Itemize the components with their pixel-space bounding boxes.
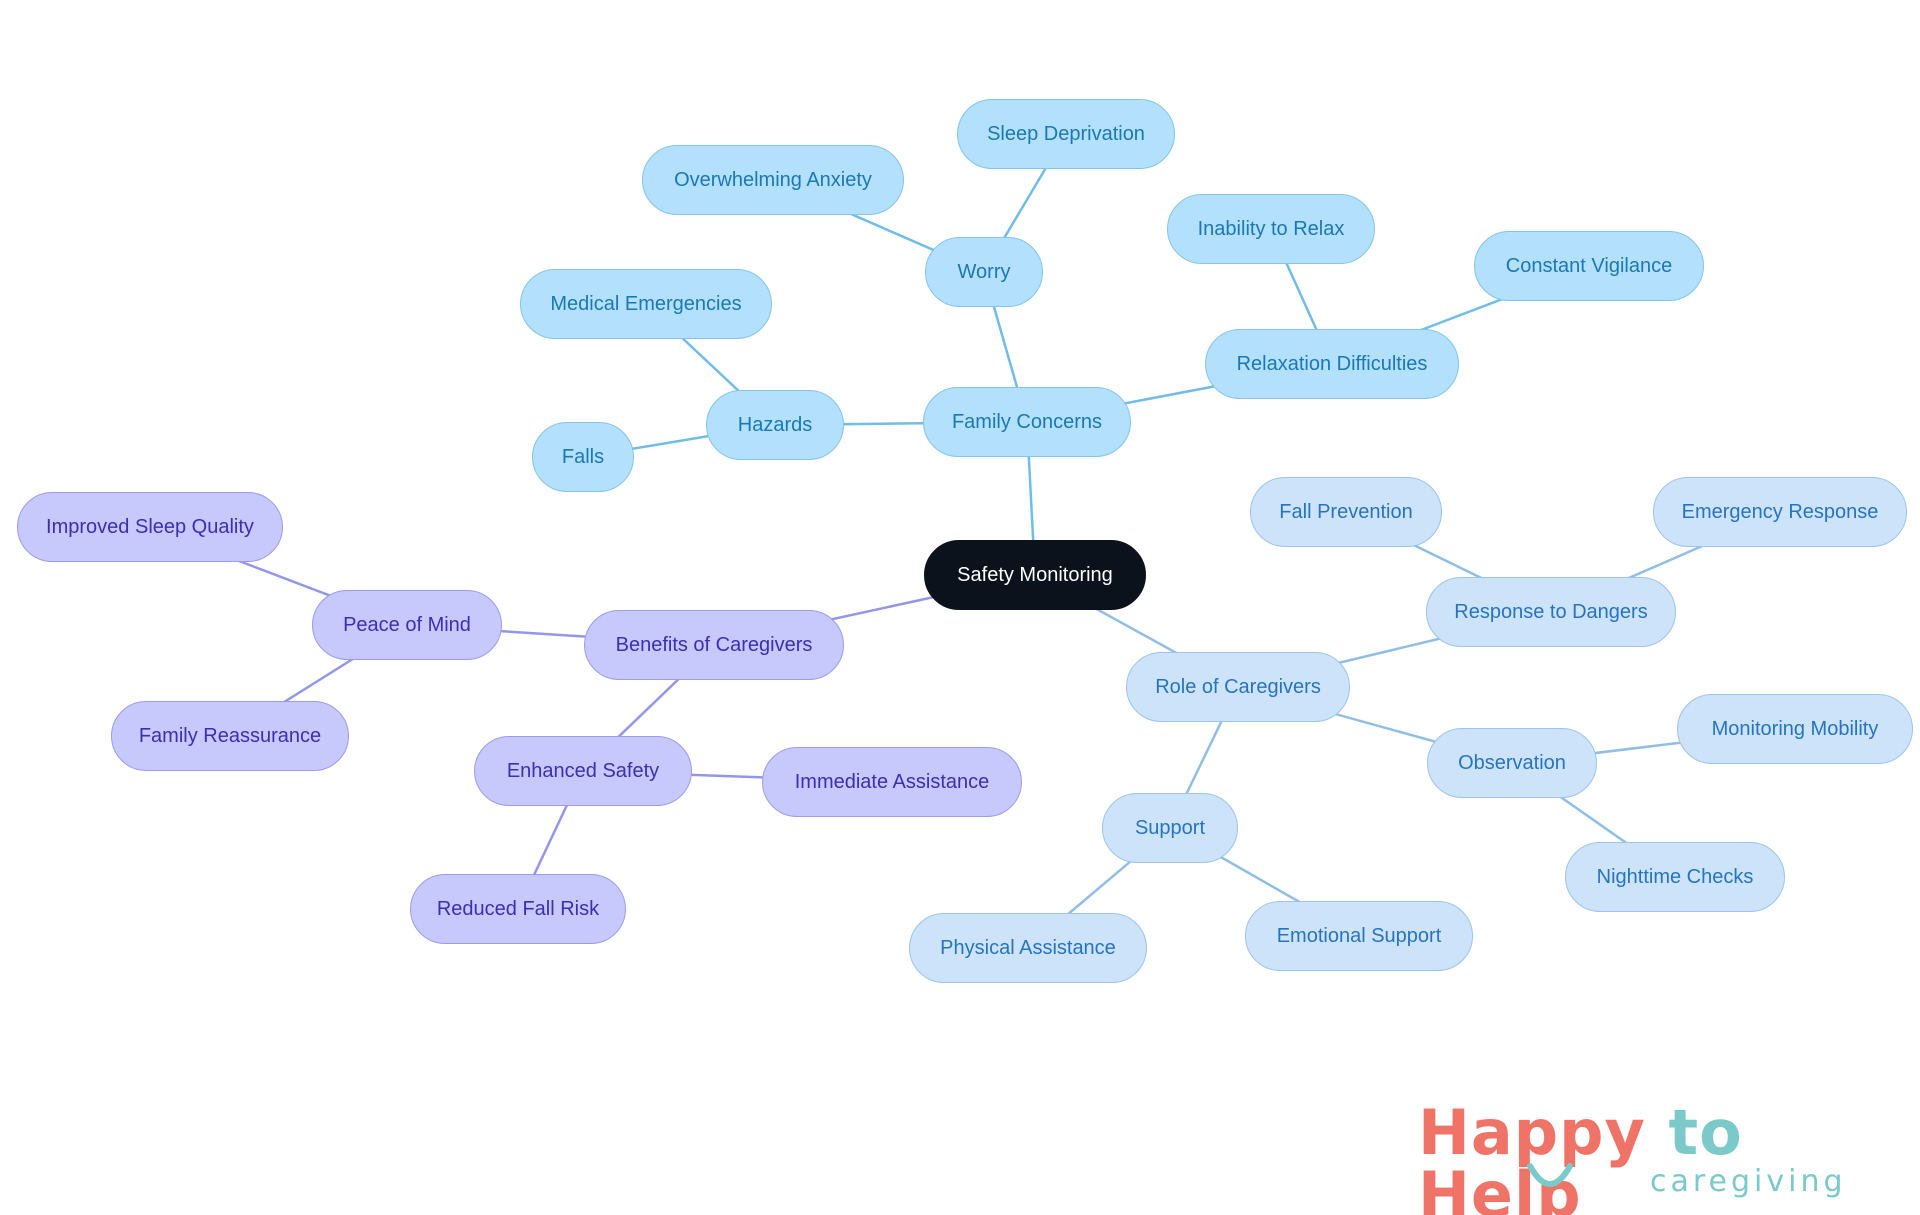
node-monitoring-mobility: Monitoring Mobility (1677, 694, 1913, 764)
node-label: Monitoring Mobility (1711, 717, 1879, 740)
node-label: Immediate Assistance (794, 770, 990, 793)
node-inability-to-relax: Inability to Relax (1167, 194, 1375, 264)
node-role-of-caregivers: Role of Caregivers (1126, 652, 1350, 722)
node-benefits-of-caregivers: Benefits of Caregivers (584, 610, 844, 680)
node-label: Fall Prevention (1279, 500, 1413, 523)
node-label: Medical Emergencies (550, 292, 742, 315)
node-medical-emergencies: Medical Emergencies (520, 269, 772, 339)
node-label: Emotional Support (1276, 924, 1442, 947)
brand-logo: Happy to Help caregiving (1418, 1102, 1888, 1215)
node-enhanced-safety: Enhanced Safety (474, 736, 692, 806)
node-physical-assistance: Physical Assistance (909, 913, 1147, 983)
logo-word-3: Help (1418, 1158, 1582, 1215)
node-label: Family Concerns (951, 410, 1103, 433)
node-label: Worry (957, 260, 1011, 283)
node-label: Family Reassurance (138, 724, 322, 747)
node-response-to-dangers: Response to Dangers (1426, 577, 1676, 647)
node-falls: Falls (532, 422, 634, 492)
node-label: Observation (1458, 751, 1566, 774)
node-label: Safety Monitoring (957, 563, 1113, 586)
node-constant-vigilance: Constant Vigilance (1474, 231, 1704, 301)
node-label: Relaxation Difficulties (1236, 352, 1428, 375)
node-worry: Worry (925, 237, 1043, 307)
node-fall-prevention: Fall Prevention (1250, 477, 1442, 547)
logo-tagline: caregiving (1650, 1164, 1847, 1199)
node-family-reassurance: Family Reassurance (111, 701, 349, 771)
node-label: Peace of Mind (343, 613, 471, 636)
node-label: Sleep Deprivation (987, 122, 1145, 145)
node-label: Benefits of Caregivers (615, 633, 813, 656)
node-observation: Observation (1427, 728, 1597, 798)
node-root: Safety Monitoring (924, 540, 1146, 610)
node-label: Enhanced Safety (506, 759, 660, 782)
logo-word-1: Happy (1418, 1096, 1646, 1169)
node-hazards: Hazards (706, 390, 844, 460)
node-label: Overwhelming Anxiety (674, 168, 872, 191)
node-peace-of-mind: Peace of Mind (312, 590, 502, 660)
node-immediate-assistance: Immediate Assistance (762, 747, 1022, 817)
node-overwhelming-anxiety: Overwhelming Anxiety (642, 145, 904, 215)
node-reduced-fall-risk: Reduced Fall Risk (410, 874, 626, 944)
node-emotional-support: Emotional Support (1245, 901, 1473, 971)
node-label: Emergency Response (1681, 500, 1879, 523)
node-label: Constant Vigilance (1505, 254, 1673, 277)
smile-icon (1527, 1163, 1573, 1187)
node-label: Improved Sleep Quality (46, 515, 254, 538)
node-family-concerns: Family Concerns (923, 387, 1131, 457)
node-support: Support (1102, 793, 1238, 863)
node-label: Role of Caregivers (1155, 675, 1321, 698)
node-improved-sleep-quality: Improved Sleep Quality (17, 492, 283, 562)
node-label: Physical Assistance (940, 936, 1116, 959)
logo-wordmark: Happy to Help (1418, 1102, 1888, 1215)
node-relaxation-difficulties: Relaxation Difficulties (1205, 329, 1459, 399)
node-label: Hazards (737, 413, 813, 436)
node-label: Falls (561, 445, 605, 468)
node-nighttime-checks: Nighttime Checks (1565, 842, 1785, 912)
logo-word-2: to (1668, 1096, 1743, 1169)
node-label: Support (1134, 816, 1206, 839)
node-label: Reduced Fall Risk (436, 897, 600, 920)
node-sleep-deprivation: Sleep Deprivation (957, 99, 1175, 169)
node-label: Response to Dangers (1454, 600, 1648, 623)
node-label: Inability to Relax (1197, 217, 1345, 240)
node-label: Nighttime Checks (1596, 865, 1754, 888)
node-emergency-response: Emergency Response (1653, 477, 1907, 547)
